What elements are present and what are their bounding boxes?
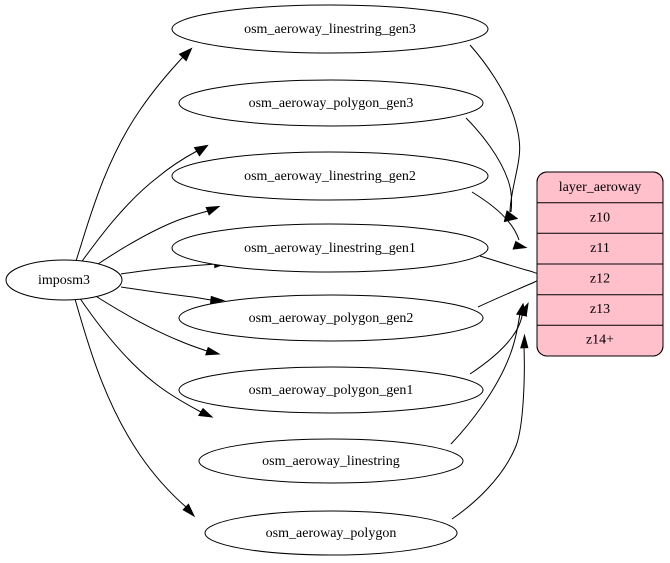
- node-osm-aeroway-polygon[interactable]: osm_aeroway_polygon: [204, 510, 458, 556]
- node-label: osm_aeroway_polygon_gen1: [249, 383, 414, 398]
- arrowhead-linestring-gen2: [205, 205, 221, 216]
- edge-imposm3-to-polygon-gen1: [93, 294, 208, 352]
- node-label: osm_aeroway_polygon_gen2: [249, 311, 414, 326]
- edge-imposm3-to-polygon-gen3: [79, 150, 198, 265]
- edge-linestring-gen1-to-z12: [479, 255, 540, 275]
- edge-imposm3-to-polygon: [74, 298, 187, 508]
- arrowhead-polygon-gen1: [205, 346, 221, 356]
- node-shape[interactable]: [178, 79, 484, 127]
- node-osm-aeroway-linestring[interactable]: osm_aeroway_linestring: [198, 438, 464, 484]
- edge-polygon-gen3-to-z10: [465, 117, 513, 213]
- layer-table-border: [536, 171, 664, 357]
- node-shape[interactable]: [198, 438, 464, 484]
- node-imposm3-shape[interactable]: [5, 259, 123, 301]
- node-label: osm_aeroway_polygon_gen3: [249, 96, 414, 111]
- node-shape[interactable]: [204, 510, 458, 556]
- edge-linestring-gen3-to-z10: [469, 44, 521, 213]
- layer-table-row-header: layer_aeroway: [559, 180, 641, 195]
- node-osm-aeroway-linestring-gen1[interactable]: osm_aeroway_linestring_gen1: [171, 223, 489, 273]
- edge-polygon-gen1-to-z13: [469, 310, 524, 375]
- layer-table-row-z10[interactable]: z10: [590, 211, 610, 226]
- node-shape[interactable]: [171, 4, 489, 54]
- node-osm-aeroway-polygon-gen3[interactable]: osm_aeroway_polygon_gen3: [178, 79, 484, 127]
- layer-table-row-z11[interactable]: z11: [590, 241, 610, 256]
- edge-imposm3-to-linestring-gen3: [75, 56, 184, 262]
- node-label: osm_aeroway_linestring_gen3: [244, 22, 416, 37]
- node-osm-aeroway-linestring-gen3[interactable]: osm_aeroway_linestring_gen3: [171, 4, 489, 54]
- arrowhead-polygon: [182, 503, 196, 518]
- edge-imposm3-to-linestring-gen1: [120, 263, 216, 275]
- node-osm-aeroway-linestring-gen2[interactable]: osm_aeroway_linestring_gen2: [171, 151, 489, 201]
- edge-linestring-to-z13: [450, 312, 521, 445]
- node-shape[interactable]: [171, 223, 489, 273]
- node-label: osm_aeroway_linestring_gen2: [244, 169, 416, 184]
- node-label: osm_aeroway_polygon: [266, 526, 397, 541]
- arrowhead-polygon-gen2: [209, 295, 226, 305]
- edge-imposm3-to-polygon-gen2: [120, 286, 212, 301]
- layer-table-row-z14-plus[interactable]: z14+: [586, 333, 614, 348]
- arrowhead-z14-plus: [520, 333, 529, 349]
- arrowhead-linestring-gen3: [178, 47, 193, 62]
- edge-imposm3-to-linestring-gen2: [94, 210, 209, 267]
- node-osm-aeroway-polygon-gen1[interactable]: osm_aeroway_polygon_gen1: [178, 366, 484, 414]
- node-imposm3-label: imposm3: [38, 273, 90, 288]
- edge-polygon-to-z14-plus: [451, 346, 525, 520]
- node-shape[interactable]: [171, 151, 489, 201]
- layer-table-row-z12[interactable]: z12: [590, 272, 610, 287]
- edge-linestring-gen2-to-z11: [471, 191, 520, 241]
- node-shape[interactable]: [178, 294, 484, 342]
- arrowhead-polygon-gen3: [193, 144, 209, 157]
- node-osm-aeroway-polygon-gen2[interactable]: osm_aeroway_polygon_gen2: [178, 294, 484, 342]
- arrowhead-z10-b: [503, 210, 519, 223]
- node-imposm3[interactable]: imposm3: [5, 259, 123, 301]
- node-label: osm_aeroway_linestring_gen1: [244, 241, 416, 256]
- edge-imposm3-to-linestring: [78, 296, 202, 413]
- edge-group-tables-to-layer: [450, 44, 553, 520]
- node-layer-aeroway-table[interactable]: layer_aeroway z10 z11 z12 z13 z14+: [536, 171, 664, 357]
- layer-table-row-z13[interactable]: z13: [590, 302, 610, 317]
- edge-polygon-gen2-to-z12: [477, 279, 540, 308]
- arrowhead-z13-b: [515, 302, 528, 317]
- node-label: osm_aeroway_linestring: [262, 454, 400, 469]
- node-shape[interactable]: [178, 366, 484, 414]
- arrowhead-linestring: [197, 407, 214, 418]
- arrowhead-z11: [512, 240, 528, 250]
